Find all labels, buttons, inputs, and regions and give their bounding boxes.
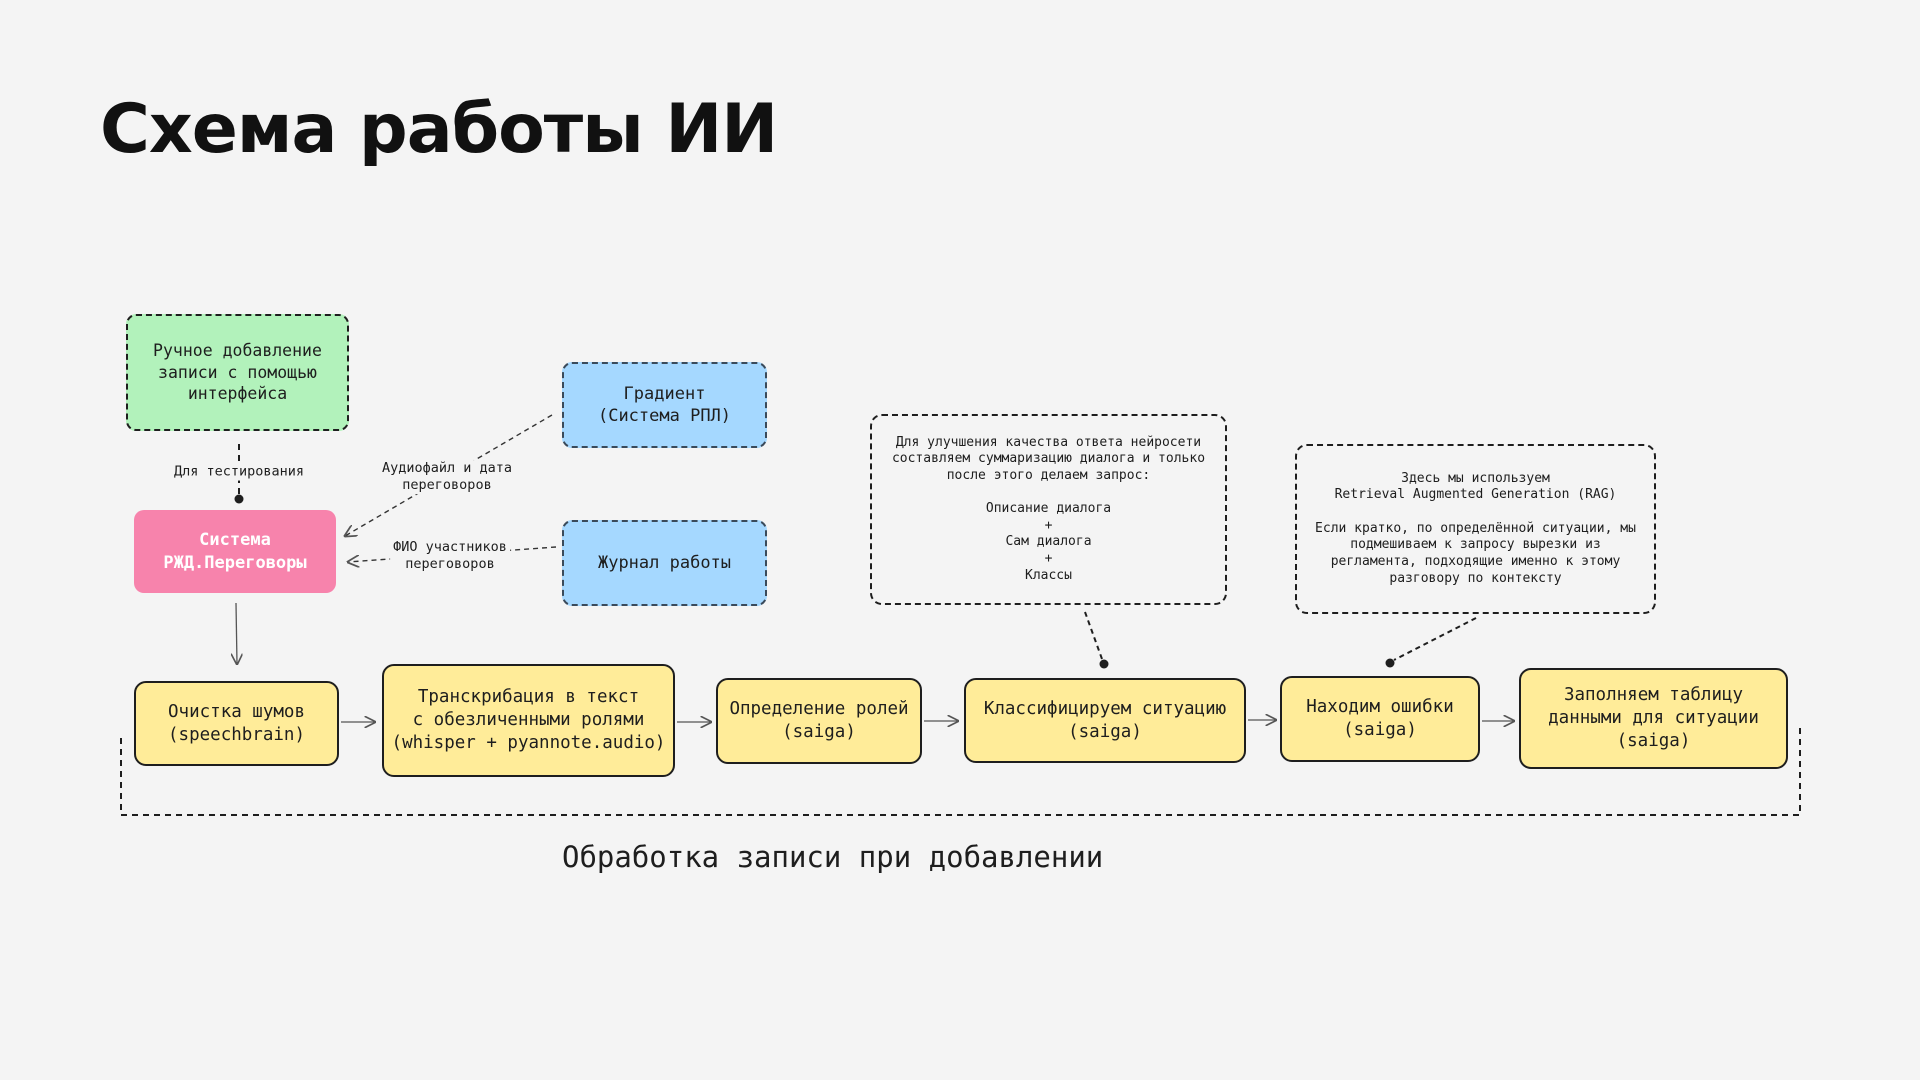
noise-cleaning-step: Очистка шумов (speechbrain) [134,681,339,766]
rag-note: Здесь мы используем Retrieval Augmented … [1295,444,1656,614]
system-box: Система РЖД.Переговоры [134,510,336,593]
page-title: Схема работы ИИ [100,90,778,169]
processing-caption: Обработка записи при добавлении [562,840,1104,874]
transcription-step: Транскрибация в текст с обезличенными ро… [382,664,675,777]
system-to-pipeline-arrow [236,602,237,664]
rag-callout [1393,617,1477,661]
processing-bracket [120,728,1801,816]
testing-connector-dot [234,494,244,504]
gradient-box: Градиент (Система РПЛ) [562,362,767,448]
manual-add-box: Ручное добавление записи с помощью интер… [126,314,349,431]
error-finding-step: Находим ошибки (saiga) [1280,676,1480,762]
participants-label: ФИО участников переговоров [390,539,510,573]
journal-box: Журнал работы [562,520,767,606]
classification-step: Классифицируем ситуацию (saiga) [964,678,1246,763]
testing-label: Для тестирования [170,463,308,481]
summarization-note: Для улучшения качества ответа нейросети … [870,414,1227,605]
participants-arrow [348,546,557,562]
summarization-callout-dot [1099,659,1109,669]
fill-table-step: Заполняем таблицу данными для ситуации (… [1519,668,1788,769]
rag-callout-dot [1385,658,1395,668]
role-detection-step: Определение ролей (saiga) [716,678,922,764]
audio-label: Аудиофайл и дата переговоров [378,460,516,494]
summarization-callout [1084,611,1103,660]
